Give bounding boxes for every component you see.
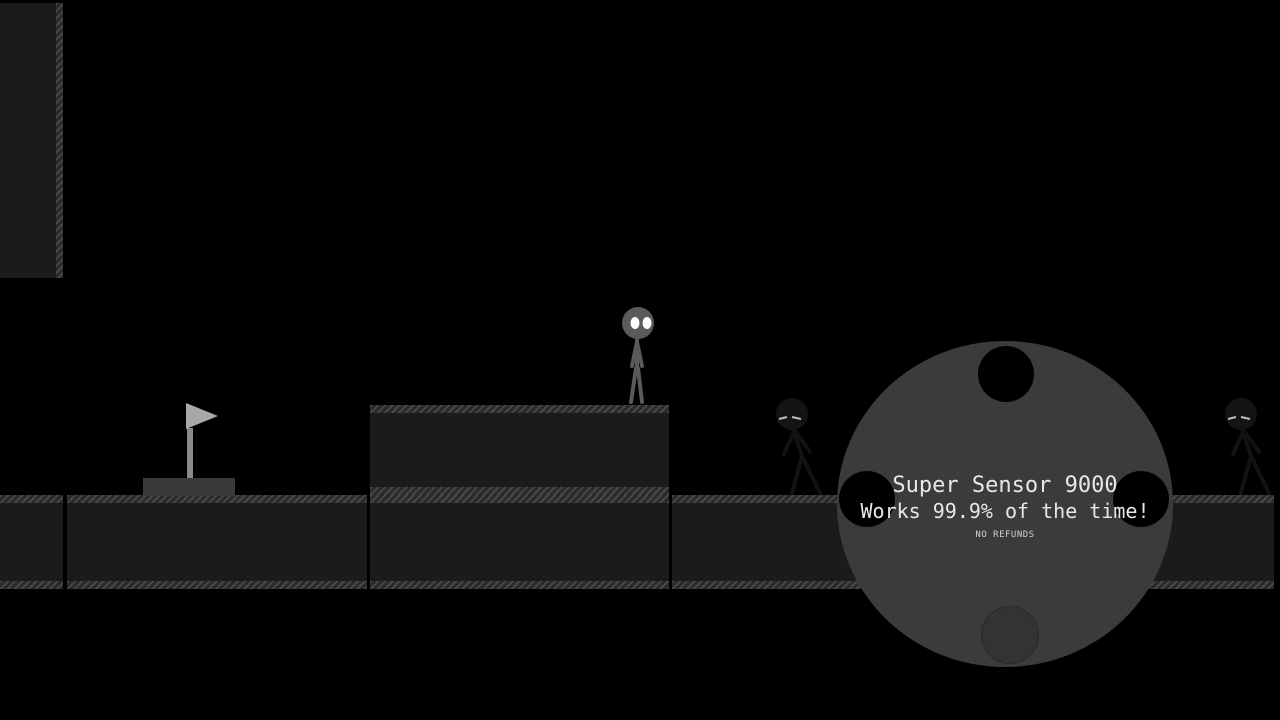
ground-edge xyxy=(0,581,63,589)
ground-edge xyxy=(672,495,872,503)
ground-edge xyxy=(1140,581,1274,589)
platform-edge xyxy=(370,405,669,413)
ground-edge xyxy=(67,581,367,589)
flag-base xyxy=(143,478,235,496)
flag-cloth xyxy=(186,403,218,429)
ground-edge xyxy=(370,495,669,503)
super-sensor-disk: Super Sensor 9000 Works 99.9% of the tim… xyxy=(837,341,1173,667)
ground-edge xyxy=(1140,495,1274,503)
sensor-hole-left xyxy=(839,471,895,527)
enemy-shadow-icon xyxy=(776,398,822,495)
wall-edge xyxy=(56,3,63,278)
sensor-title: Super Sensor 9000 xyxy=(892,473,1118,498)
player-character-icon xyxy=(622,307,654,404)
enemy-shadow-icon xyxy=(1225,398,1271,495)
sensor-hole-right xyxy=(1113,471,1169,527)
sensor-note: NO REFUNDS xyxy=(975,530,1035,540)
ground-block xyxy=(67,495,367,589)
raised-platform xyxy=(370,405,669,495)
sensor-hole-bottom xyxy=(981,606,1039,664)
wall-block xyxy=(0,3,63,278)
flag-pole xyxy=(187,428,193,478)
sensor-hole-top xyxy=(978,346,1034,402)
ground-block xyxy=(370,495,669,589)
ground-edge xyxy=(0,495,63,503)
ground-edge xyxy=(67,495,367,503)
ground-edge xyxy=(672,581,872,589)
ground-edge xyxy=(370,581,669,589)
platform-edge xyxy=(370,487,669,495)
sensor-subtitle: Works 99.9% of the time! xyxy=(860,499,1150,523)
ground-block xyxy=(0,495,63,589)
